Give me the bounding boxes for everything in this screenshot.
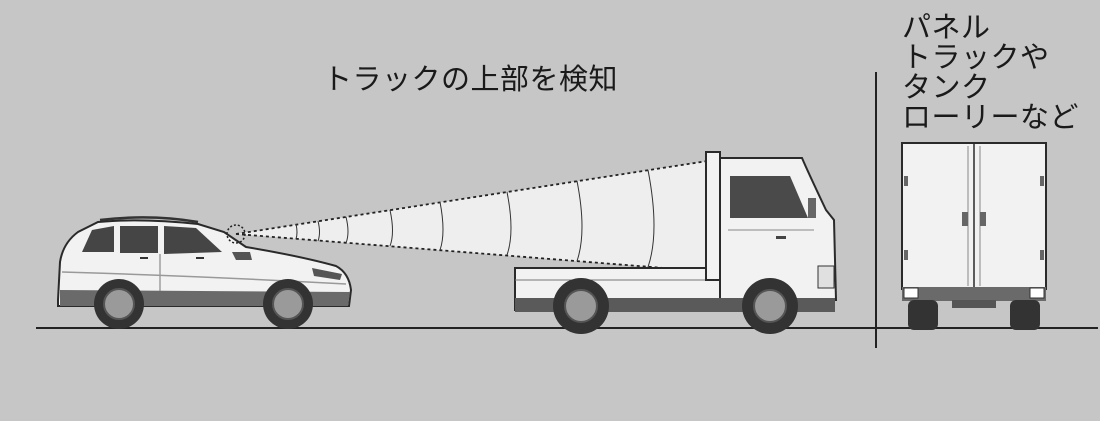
truck-types-line-3: タンク	[902, 70, 991, 104]
suv-car-illustration	[57, 216, 353, 329]
panel-truck-rear-illustration	[901, 142, 1047, 330]
truck-types-label: パネル トラックや タンク ローリーなど	[902, 12, 1079, 132]
truck-types-line-1: パネル	[902, 10, 991, 44]
detect-truck-top-label: トラックの上部を検知	[323, 62, 619, 96]
radar-sensor-marker	[226, 224, 246, 244]
truck-types-line-4: ローリーなど	[902, 100, 1080, 134]
radar-detection-beam	[235, 159, 715, 273]
flatbed-truck-illustration	[514, 151, 838, 334]
truck-types-line-2: トラックや	[902, 40, 1050, 74]
